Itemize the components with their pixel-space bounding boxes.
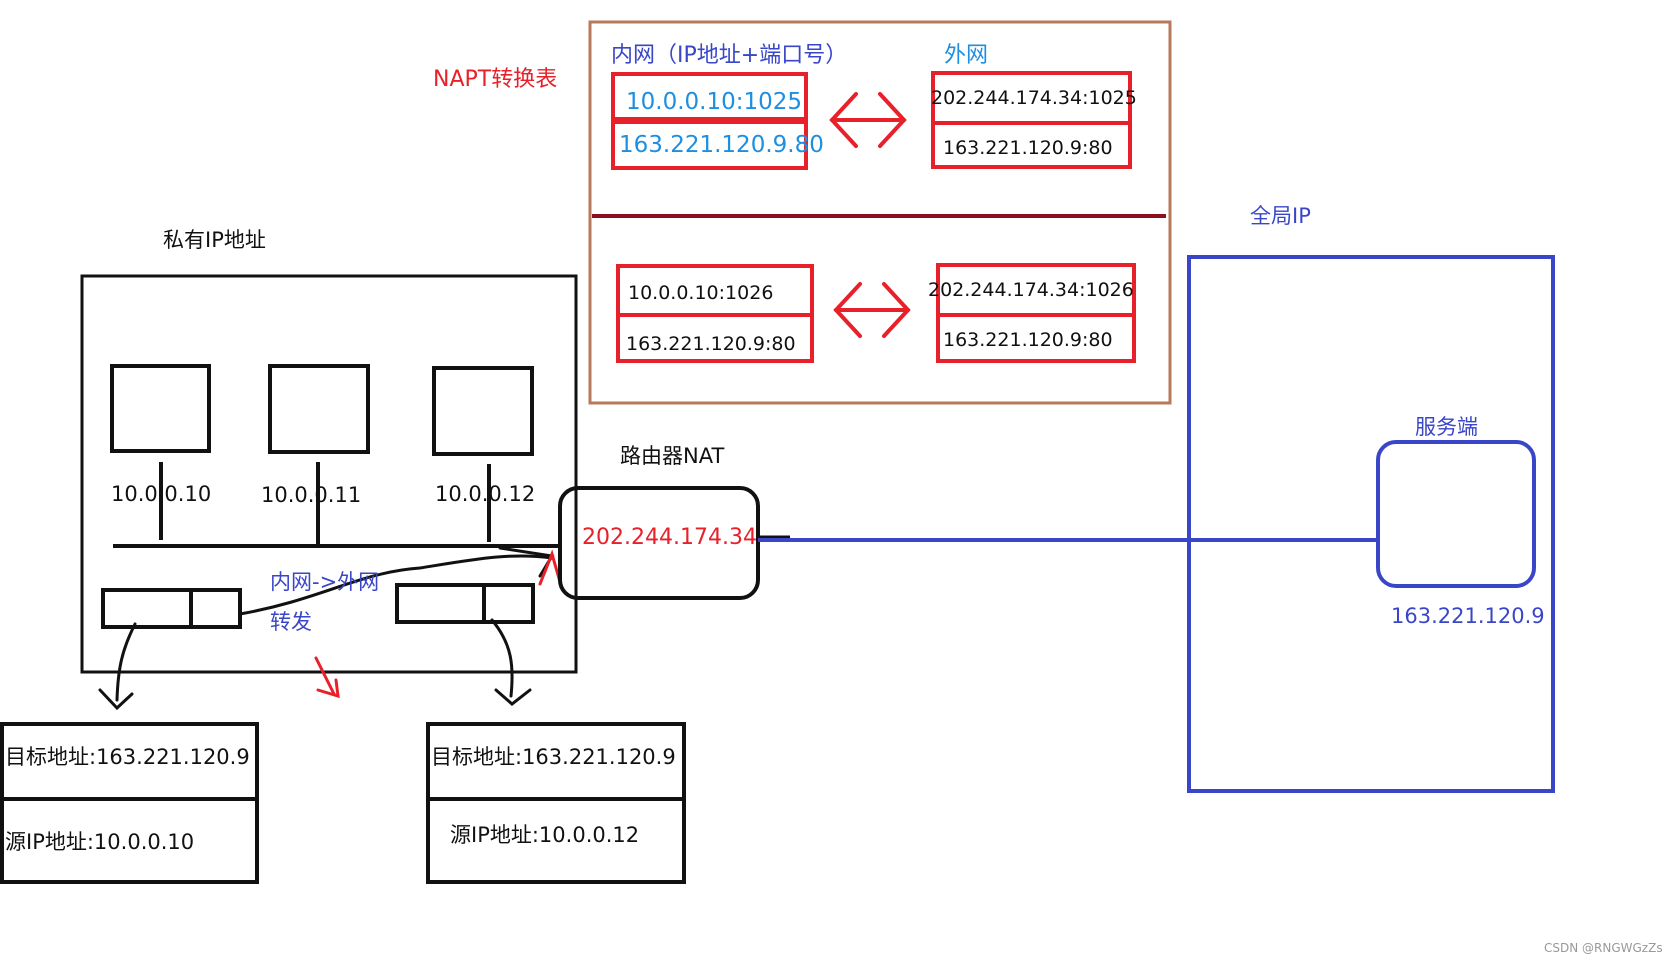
router-box: [558, 486, 760, 600]
napt-row2-outer-src: 202.244.174.34:1026: [928, 279, 1134, 301]
host-ip-label: 10.0.0.11: [261, 483, 362, 507]
napt-row2-inner-dst-cell: [616, 313, 814, 363]
napt-row1-inner-dst-cell: [611, 120, 808, 170]
napt-row1-inner-dst: 163.221.120.9.80: [619, 132, 824, 158]
napt-table-frame: [588, 20, 1172, 405]
napt-row2-outer-dst: 163.221.120.9:80: [943, 329, 1113, 351]
napt-row2-inner-src: 10.0.0.10:1026: [628, 282, 774, 304]
forward-label: 内网->外网: [270, 570, 380, 594]
server-ip: 163.221.120.9: [1391, 604, 1545, 628]
napt-row1-inner-src-cell: [611, 72, 808, 121]
server-label: 服务端: [1415, 415, 1478, 439]
private-network-box: [80, 274, 578, 674]
router-ip: 202.244.174.34: [582, 525, 757, 550]
packet-icon: [101, 588, 242, 629]
packet-dst: 目标地址:163.221.120.9: [431, 745, 676, 769]
packet-src: 源IP地址:10.0.0.10: [5, 830, 195, 854]
down-arrow-icon: [98, 622, 137, 711]
router-title: 路由器NAT: [620, 444, 725, 468]
red-down-arrow-icon: [314, 656, 340, 699]
packet-table: [426, 722, 686, 884]
global-network-title: 全局IP: [1250, 204, 1311, 228]
napt-inner-header: 内网（IP地址+端口号）: [611, 43, 848, 68]
double-arrow-icon: [829, 92, 907, 148]
double-arrow-icon: [833, 282, 911, 338]
host-box: [110, 364, 211, 453]
napt-row1-outer-src: 202.244.174.34:1025: [931, 87, 1137, 109]
private-network-title: 私有IP地址: [163, 228, 266, 252]
host-box: [268, 364, 370, 454]
forward-arrow: [238, 554, 554, 616]
napt-row2-inner-dst: 163.221.120.9:80: [626, 333, 796, 355]
forward-label: 转发: [270, 610, 312, 634]
down-arrow-icon: [490, 618, 532, 706]
red-up-arrow-icon: [538, 549, 562, 586]
packet-src: 源IP地址:10.0.0.12: [450, 823, 640, 847]
packet-dst: 目标地址:163.221.120.9: [5, 745, 250, 769]
global-network-box: [1187, 255, 1555, 793]
host-box: [432, 366, 534, 456]
server-box: [1376, 440, 1536, 588]
packet-icon: [395, 583, 535, 624]
packet-table: [0, 722, 259, 884]
watermark: CSDN @RNGWGzZs: [1544, 941, 1663, 955]
napt-row1-outer-dst: 163.221.120.9:80: [943, 137, 1113, 159]
napt-table-title: NAPT转换表: [433, 67, 558, 92]
napt-row2-outer-dst-cell: [936, 313, 1136, 363]
napt-outer-header: 外网: [944, 43, 989, 68]
host-ip-label: 10.0.0.12: [435, 482, 536, 506]
host-ip-label: 10.0.0.10: [111, 482, 212, 506]
napt-row1-inner-src: 10.0.0.10:1025: [626, 89, 803, 115]
napt-row1-outer-dst-cell: [931, 121, 1132, 169]
